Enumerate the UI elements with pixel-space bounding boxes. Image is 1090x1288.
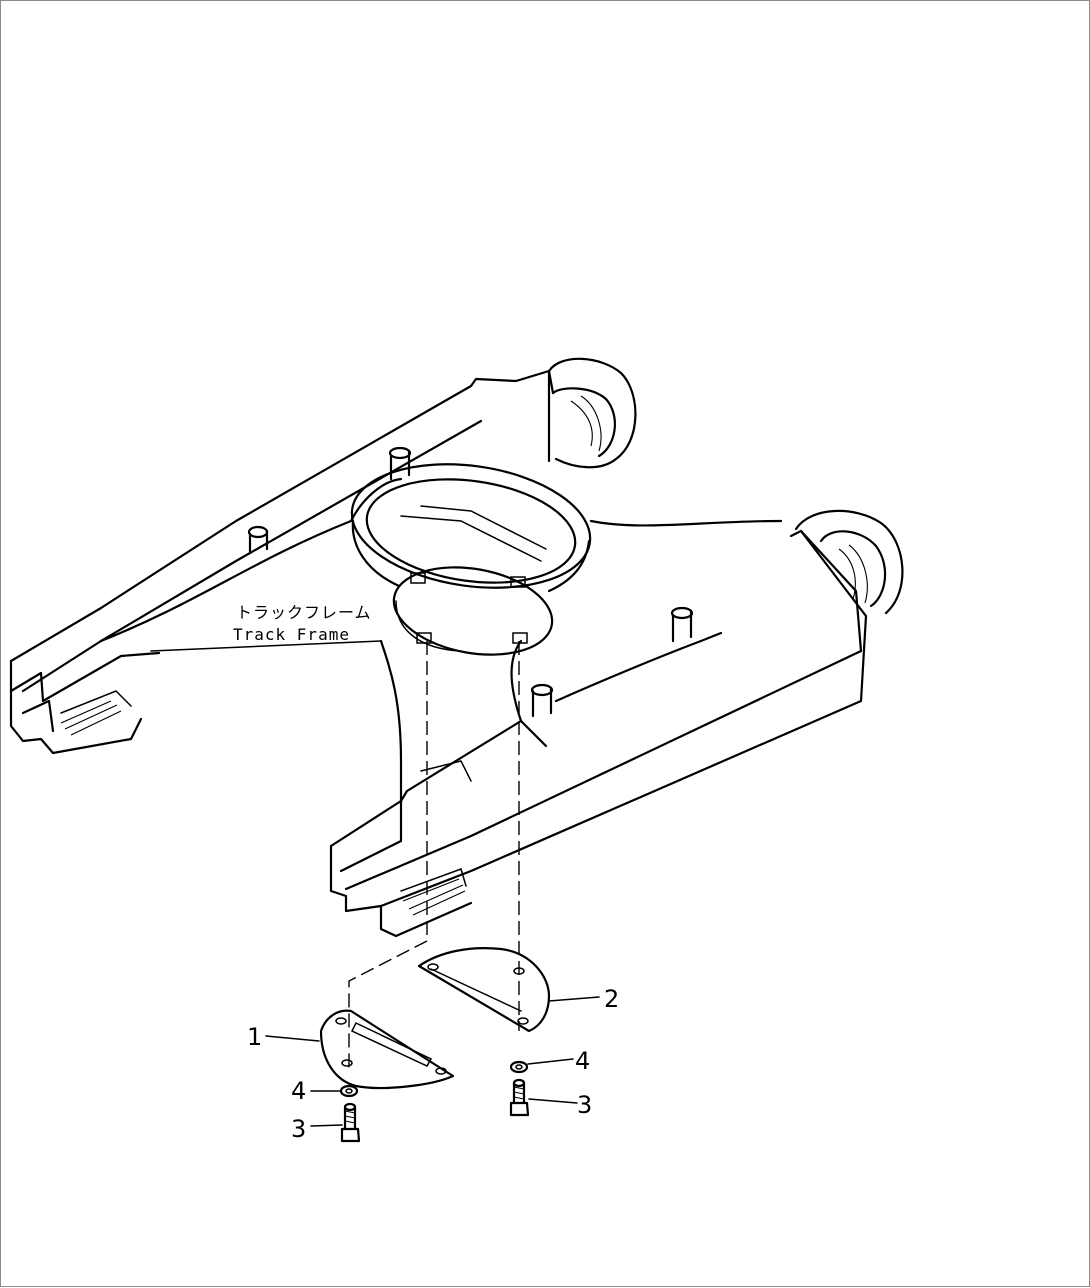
- washer-left: [339, 1084, 359, 1098]
- bolt-right: [509, 1078, 530, 1117]
- callout-leaders: [265, 996, 600, 1127]
- assembly-label-japanese: トラックフレーム: [236, 603, 372, 622]
- callout-3-left: 3: [291, 1115, 306, 1143]
- assembly-label-english: Track Frame: [233, 625, 350, 644]
- callout-1: 1: [247, 1023, 262, 1051]
- callout-4-right: 4: [575, 1047, 590, 1075]
- washer-right: [509, 1060, 529, 1074]
- alignment-lines: [348, 641, 520, 1071]
- track-frame-drawing: [9, 357, 904, 938]
- callout-2: 2: [604, 985, 619, 1013]
- callout-4-left: 4: [291, 1077, 306, 1105]
- callout-3-right: 3: [577, 1091, 592, 1119]
- cover-plate-1: [319, 1009, 455, 1090]
- cover-plate-2: [417, 947, 551, 1033]
- bolt-left: [340, 1102, 361, 1143]
